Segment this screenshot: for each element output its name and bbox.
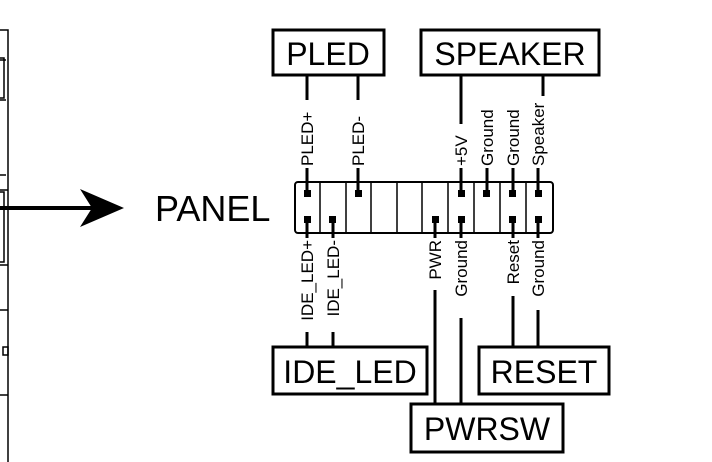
- pin-label-ide-led-minus: IDE_LED-: [324, 240, 343, 317]
- pin-top-1: [304, 190, 311, 197]
- pin-label-ground-2: Ground: [504, 109, 523, 166]
- pin-top-7: [458, 190, 465, 197]
- pin-label-ide-led-plus: IDE_LED+: [298, 240, 317, 321]
- pin-header: [294, 181, 554, 234]
- pin-label-ground-pwr: Ground: [452, 240, 471, 297]
- speaker-box: SPEAKER: [419, 28, 601, 77]
- pin-bottom-1: [304, 216, 311, 223]
- pin-label-ground-1: Ground: [478, 109, 497, 166]
- pin-top-10: [535, 190, 542, 197]
- panel-label: PANEL: [155, 188, 270, 229]
- pin-bottom-7: [458, 216, 465, 223]
- pled-box: PLED: [271, 28, 386, 77]
- pin-label-pled-minus: PLED-: [349, 116, 368, 166]
- pwrsw-box: PWRSW: [409, 402, 565, 454]
- ide-led-box: IDE_LED: [271, 345, 429, 396]
- connector-arrow: [0, 189, 124, 227]
- pin-label-pled-plus: PLED+: [298, 112, 317, 166]
- reset-box: RESET: [477, 345, 611, 396]
- pwrsw-box-label: PWRSW: [424, 411, 551, 447]
- ide-led-box-label: IDE_LED: [283, 354, 416, 390]
- top-wires: [305, 74, 545, 190]
- pin-top-3: [355, 190, 362, 197]
- pin-label-pwr: PWR: [426, 240, 445, 280]
- pin-label-plus5v: +5V: [452, 135, 471, 166]
- bottom-wires: [305, 223, 540, 404]
- pin-top-8: [483, 190, 490, 197]
- pin-bottom-9: [509, 216, 516, 223]
- board-edge: [0, 29, 9, 462]
- pin-label-ground-reset: Ground: [529, 240, 548, 297]
- pin-label-reset: Reset: [504, 240, 523, 285]
- pin-bottom-6: [432, 216, 439, 223]
- pin-bottom-2: [329, 216, 336, 223]
- pin-bottom-10: [535, 216, 542, 223]
- pled-box-label: PLED: [286, 36, 370, 72]
- pin-top-9: [509, 190, 516, 197]
- reset-box-label: RESET: [491, 354, 598, 390]
- pin-label-speaker: Speaker: [529, 102, 548, 166]
- speaker-box-label: SPEAKER: [434, 36, 585, 72]
